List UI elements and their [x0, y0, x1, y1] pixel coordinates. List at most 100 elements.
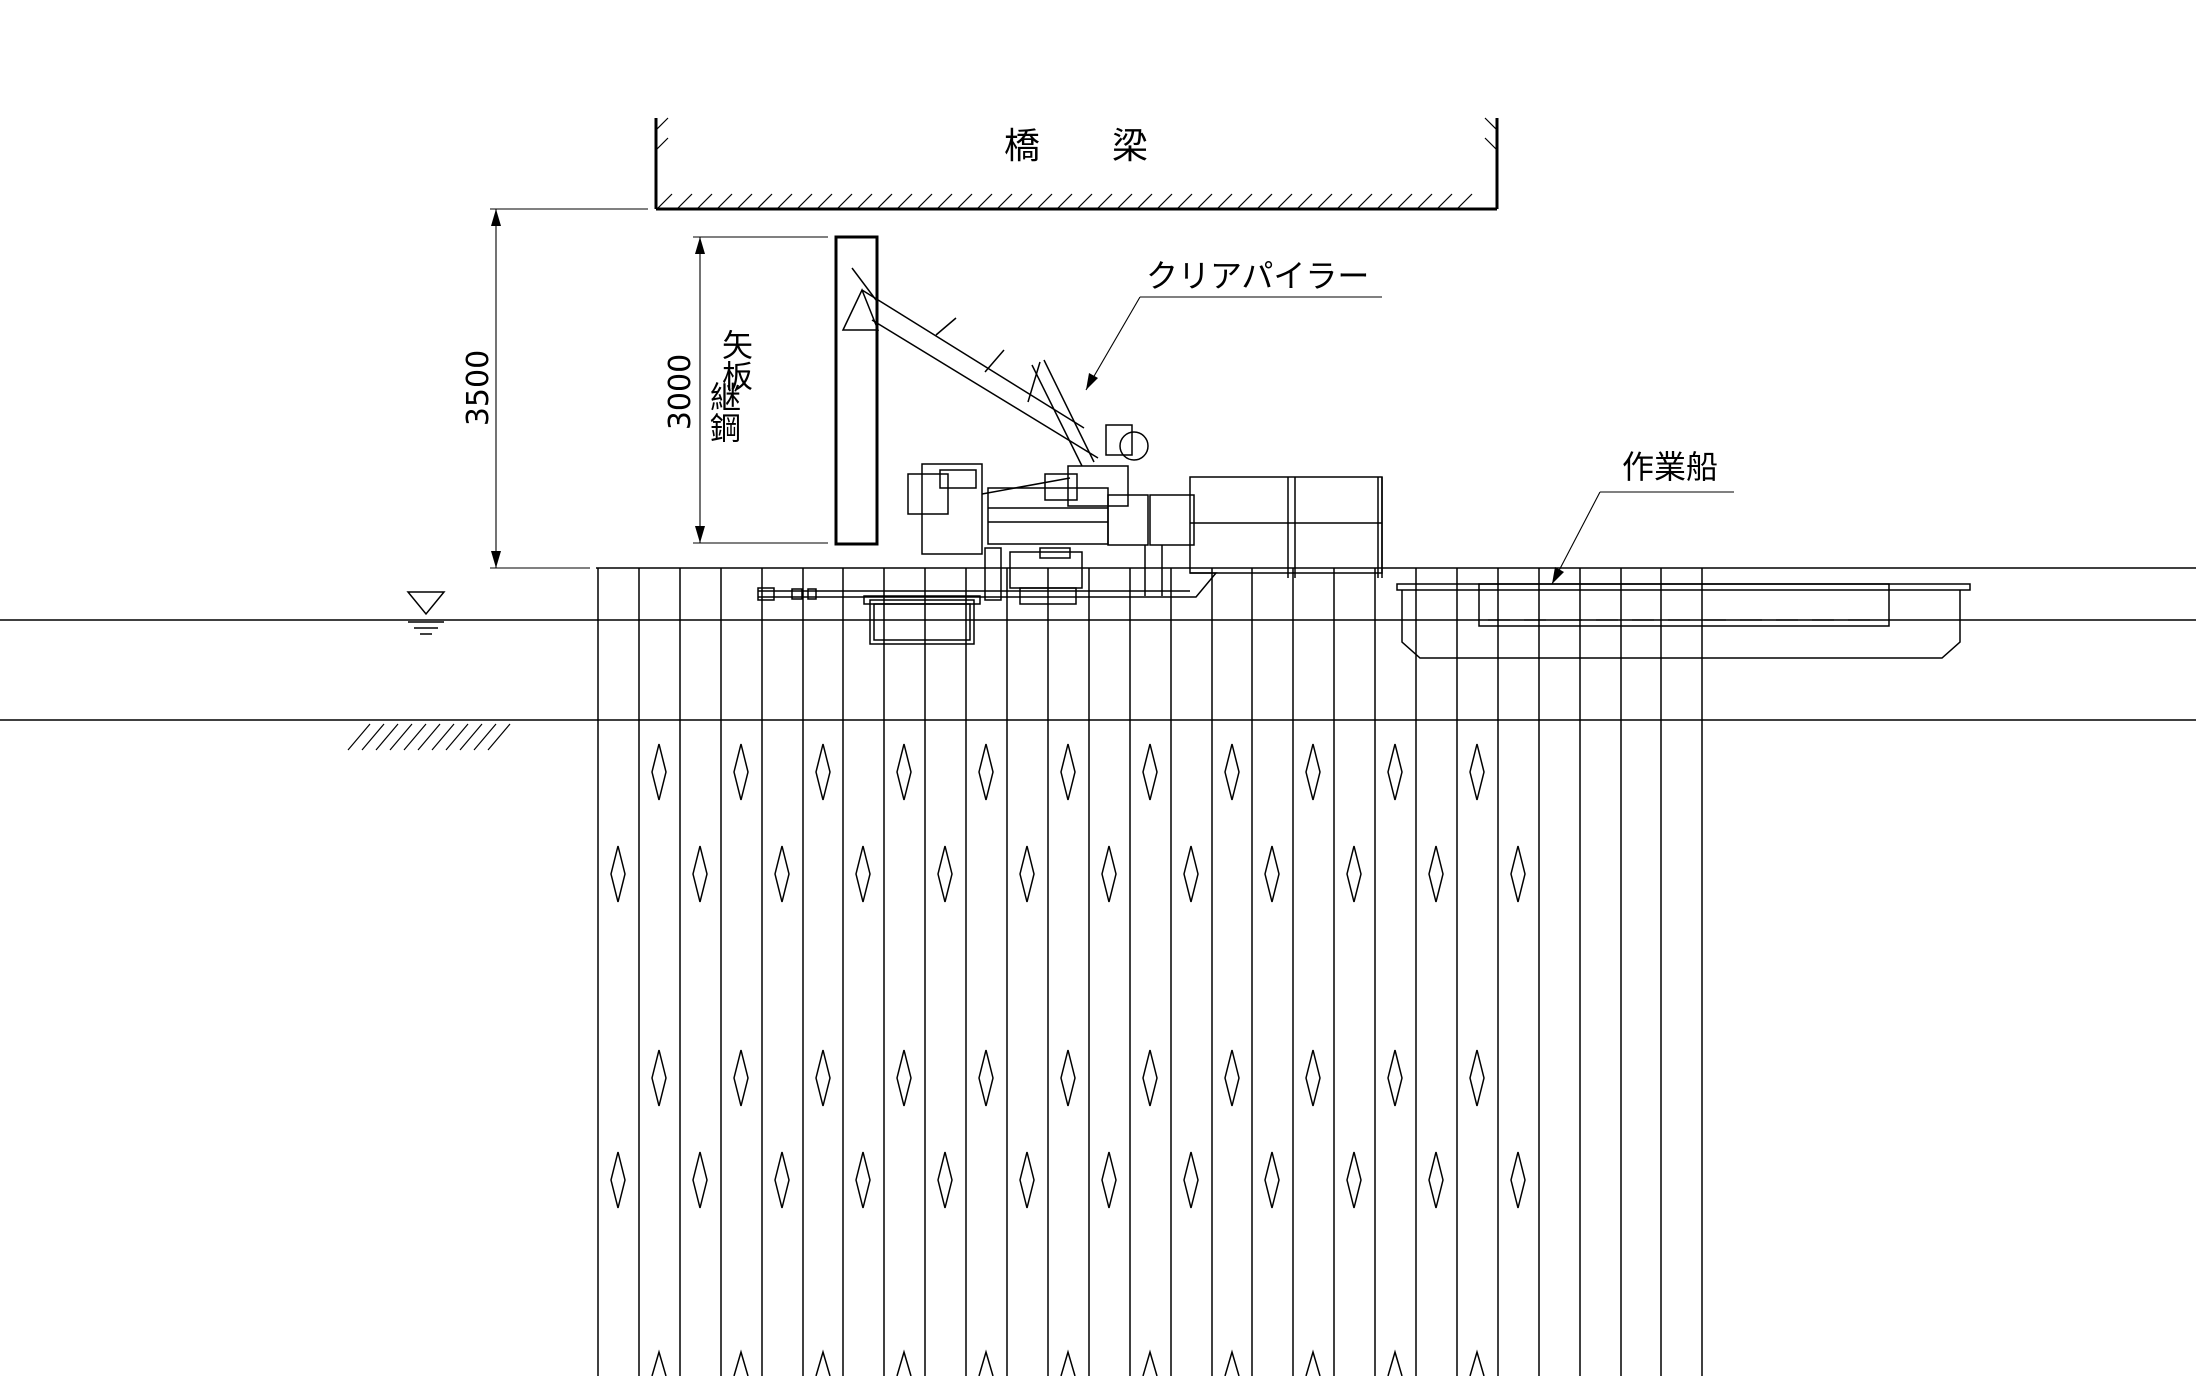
pile-machine-callout: クリアパイラー [1085, 257, 1382, 391]
joint-marker [1224, 1349, 1240, 1377]
joint-marker [733, 1349, 749, 1377]
hatch-line [459, 723, 483, 751]
sheet-pile-element [834, 235, 879, 546]
girder-hatching [655, 117, 1498, 209]
joint-marker [733, 743, 749, 801]
hatch-line [655, 137, 669, 151]
hatch-line [1017, 193, 1033, 209]
hatch-line [1377, 193, 1393, 209]
joint-marker [1346, 845, 1362, 903]
joint-marker [1510, 1151, 1526, 1209]
joint-marker [692, 1151, 708, 1209]
hatch-line [1217, 193, 1233, 209]
hatch-line [897, 193, 913, 209]
hatch-line [1397, 193, 1413, 209]
pile-machine-label: クリアパイラー [1146, 257, 1369, 295]
hatch-line [1357, 193, 1373, 209]
joint-marker [651, 1049, 667, 1107]
joint-marker [855, 845, 871, 903]
datum-lines [0, 567, 2196, 721]
hatch-line [737, 193, 753, 209]
joint-marker [1387, 743, 1403, 801]
hatch-line [347, 723, 371, 751]
joint-marker [937, 1151, 953, 1209]
hatch-line [1137, 193, 1153, 209]
dimension-3000: 3000 [663, 236, 828, 544]
hatch-line [1197, 193, 1213, 209]
hatch-line [757, 193, 773, 209]
joint-marker [1060, 1049, 1076, 1107]
joint-marker [1305, 1349, 1321, 1377]
hatch-line [697, 193, 713, 209]
joint-marker [610, 845, 626, 903]
hatch-line [677, 193, 693, 209]
joint-marker [1387, 1349, 1403, 1377]
hatch-line [445, 723, 469, 751]
joint-marker [651, 743, 667, 801]
joint-marker [937, 845, 953, 903]
joint-marker [1305, 1049, 1321, 1107]
dimension-3000-value: 3000 [663, 354, 698, 430]
hatch-line [857, 193, 873, 209]
hatch-line [937, 193, 953, 209]
joint-marker [896, 743, 912, 801]
hatch-line [487, 723, 511, 751]
bridge-girder: 橋 梁 [654, 117, 1499, 211]
hatch-line [431, 723, 455, 751]
hatch-line [997, 193, 1013, 209]
joint-marker [978, 1049, 994, 1107]
hatch-line [389, 723, 413, 751]
hatch-line [403, 723, 427, 751]
joint-marker [1224, 1049, 1240, 1107]
bridge-label: 橋 梁 [1004, 126, 1148, 167]
dimension-3500: 3500 [461, 208, 648, 569]
joint-marker [1142, 1349, 1158, 1377]
sheet-pile-label: 継鋼 矢板 [704, 329, 753, 443]
joint-marker [1224, 743, 1240, 801]
joint-marker [1101, 1151, 1117, 1209]
joint-marker [610, 1151, 626, 1209]
joint-marker [1183, 845, 1199, 903]
joint-marker [1019, 1151, 1035, 1209]
hatch-line [473, 723, 497, 751]
joint-marker [651, 1349, 667, 1377]
hatch-line [777, 193, 793, 209]
joint-marker [1264, 1151, 1280, 1209]
joint-marker [815, 1049, 831, 1107]
hatch-line [1297, 193, 1313, 209]
hatch-line [1177, 193, 1193, 209]
joint-marker [1428, 1151, 1444, 1209]
hatch-line [1077, 193, 1093, 209]
joint-marker [978, 1349, 994, 1377]
sheet-pile-label-line2: 矢板 [716, 329, 753, 391]
hatch-line [1457, 193, 1473, 209]
joint-marker [815, 743, 831, 801]
hatch-line [1037, 193, 1053, 209]
ground-hatch-symbol [347, 723, 511, 751]
hatch-line [1277, 193, 1293, 209]
joint-marker [1469, 1049, 1485, 1107]
sheet-pile-wall [597, 568, 1703, 1376]
hatch-line [1317, 193, 1333, 209]
joint-marker [692, 845, 708, 903]
hatch-line [977, 193, 993, 209]
joint-marker [1183, 1151, 1199, 1209]
joint-marker [1510, 845, 1526, 903]
joint-marker [855, 1151, 871, 1209]
water-level-symbol [406, 591, 446, 635]
hatch-line [1117, 193, 1133, 209]
dimension-3500-value: 3500 [461, 350, 496, 426]
hatch-line [1157, 193, 1173, 209]
joint-marker [1428, 845, 1444, 903]
joint-marker [1264, 845, 1280, 903]
hatch-line [1484, 137, 1498, 151]
hatch-line [1257, 193, 1273, 209]
hatch-line [1417, 193, 1433, 209]
joint-marker [1142, 743, 1158, 801]
joint-marker [733, 1049, 749, 1107]
joint-marker [978, 743, 994, 801]
joint-marker [1142, 1049, 1158, 1107]
hatch-line [655, 117, 669, 131]
sheet-pile-label-line1: 継鋼 [704, 381, 741, 443]
